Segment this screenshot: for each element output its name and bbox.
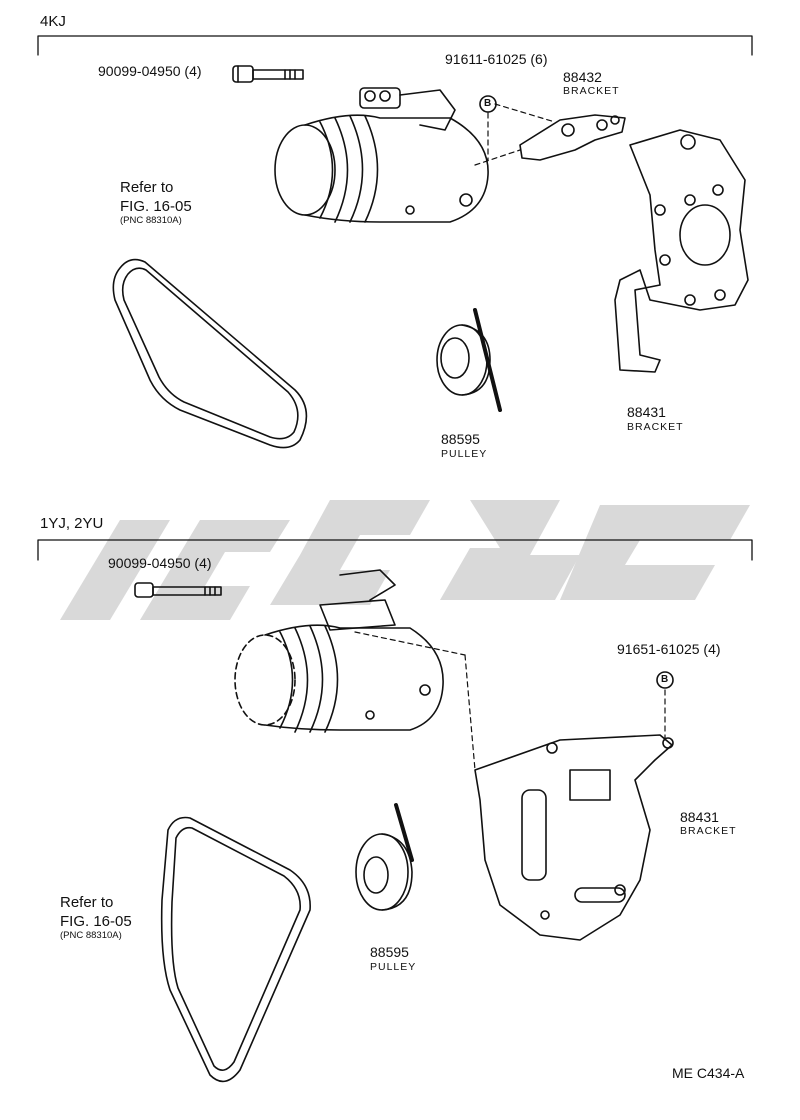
pulley-label-1yj: PULLEY — [370, 961, 417, 973]
pulley-1yj — [355, 803, 414, 911]
belt-ref-line1-1yj: Refer to — [60, 894, 114, 911]
belt-ref-line1-4kj: Refer to — [120, 179, 174, 196]
pulley-4kj — [436, 308, 502, 412]
leader-lines-4kj — [474, 103, 556, 166]
belt-ref-line3-4kj: (PNC 88310A) — [120, 215, 182, 226]
bracket-88431-part-1yj: 88431 — [680, 809, 719, 825]
nut-part-number-4kj: 91611-61025 (6) — [445, 51, 548, 67]
belt-ref-line2-1yj: FIG. 16-05 — [60, 913, 132, 930]
nut-icon-4kj — [479, 95, 497, 113]
pulley-label-4kj: PULLEY — [441, 448, 488, 460]
nut-symbol-1yj: B — [661, 674, 669, 685]
nut-part-number-1yj: 91651-61025 (4) — [617, 641, 721, 657]
nut-symbol-4kj: B — [484, 98, 492, 109]
bracket-88431-part-4kj: 88431 — [627, 404, 666, 420]
bracket-88431-4kj — [614, 129, 749, 373]
belt-ref-line3-1yj: (PNC 88310A) — [60, 930, 122, 941]
bracket-88431-label-4kj: BRACKET — [627, 421, 684, 433]
pulley-part-4kj: 88595 — [441, 431, 480, 447]
frame-4kj — [37, 35, 753, 56]
leader-lines-1yj — [354, 631, 666, 771]
bracket-88431-1yj — [474, 734, 674, 941]
belt-ref-line2-4kj: FIG. 16-05 — [120, 198, 192, 215]
bolt-icon-1yj — [134, 582, 222, 598]
bracket-88431-label-1yj: BRACKET — [680, 825, 737, 837]
bracket-88432-part: 88432 — [563, 69, 602, 85]
belt-4kj — [112, 258, 308, 449]
nut-icon-1yj — [656, 671, 674, 689]
bolt-icon-4kj — [232, 65, 304, 83]
bracket-88432 — [519, 114, 626, 161]
bracket-88432-label: BRACKET — [563, 85, 620, 97]
diagram-code: ME C434-A — [672, 1065, 745, 1081]
bolt-part-number-4kj: 90099-04950 (4) — [98, 63, 202, 79]
compressor-1yj — [234, 569, 444, 733]
bolt-part-number-1yj: 90099-04950 (4) — [108, 555, 212, 571]
engine-label-4kj: 4KJ — [40, 13, 66, 30]
frame-1yj — [37, 539, 753, 561]
pulley-part-1yj: 88595 — [370, 944, 409, 960]
engine-label-1yj: 1YJ, 2YU — [40, 515, 104, 532]
watermark-logo — [60, 500, 750, 620]
compressor-4kj — [274, 87, 489, 223]
belt-1yj — [160, 816, 311, 1083]
